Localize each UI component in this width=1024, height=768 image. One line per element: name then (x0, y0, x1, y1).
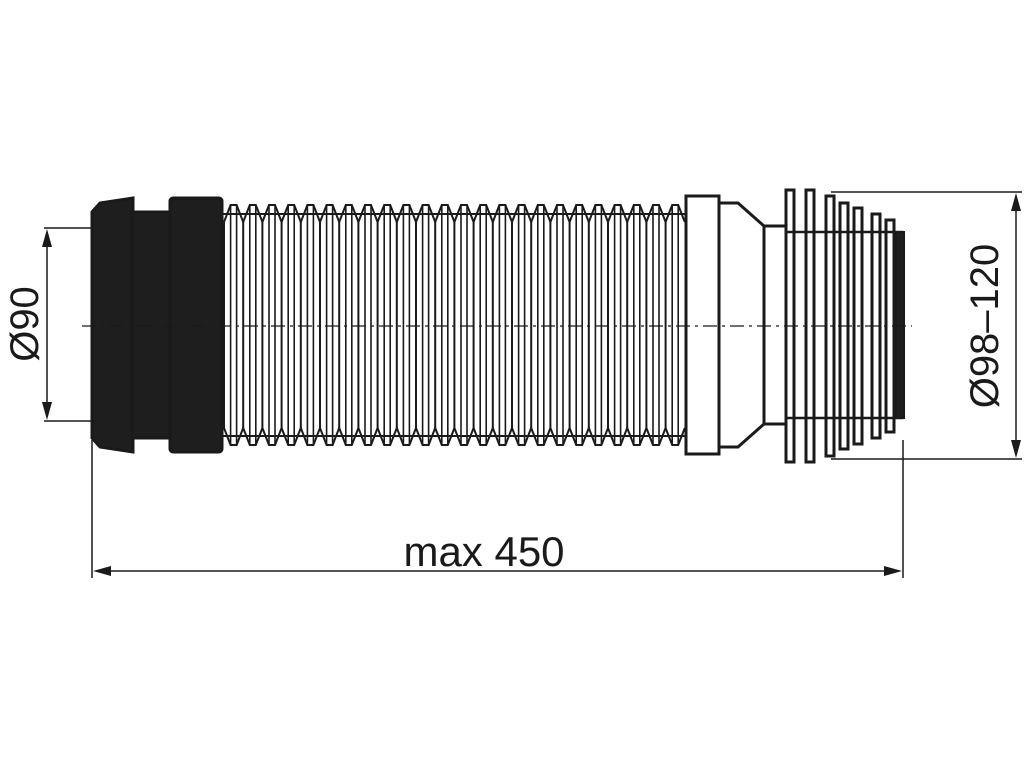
hose-rib-profile (415, 204, 437, 446)
hose-rib-profile (376, 204, 398, 446)
hose-outline (222, 213, 688, 437)
hose-rib-profile (664, 204, 686, 446)
hose-rib-profile (453, 204, 475, 446)
hose-rib-profile (511, 204, 533, 446)
left-diameter-label: Ø90 (3, 286, 47, 362)
hose-rib-profile (530, 204, 552, 446)
hose-rib-profile (434, 204, 456, 446)
left-diameter-dimension: Ø90 (3, 227, 92, 422)
hose-rib-profile (472, 204, 494, 446)
length-label: max 450 (403, 528, 564, 575)
hose-rib-profile (626, 204, 648, 446)
hose-rib-profile (587, 204, 609, 446)
hose-rib-profile (568, 204, 590, 446)
hose-rib-profile (491, 204, 513, 446)
hose-rib-profile (549, 204, 571, 446)
corrugated-hose (223, 204, 686, 446)
right-diameter-label: Ø98–120 (963, 244, 1007, 409)
adapter-collar (684, 194, 788, 456)
right-diameter-dimension: Ø98–120 (831, 191, 1022, 460)
hose-rib-profile (338, 204, 360, 446)
hose-rib-profile (261, 204, 283, 446)
spigot-end-cap (895, 231, 905, 419)
hose-rib-profile (607, 204, 629, 446)
length-dimension: max 450 (91, 440, 904, 578)
left-seal-ring (90, 196, 224, 454)
hose-rib-profile (319, 204, 341, 446)
hose-rib-profile (299, 204, 321, 446)
hose-rib-profile (357, 204, 379, 446)
hose-rib-profile (223, 204, 245, 446)
hose-rib-profile (280, 204, 302, 446)
hose-rib-profile (242, 204, 264, 446)
hose-rib-profile (395, 204, 417, 446)
hose-rib-profile (645, 204, 667, 446)
